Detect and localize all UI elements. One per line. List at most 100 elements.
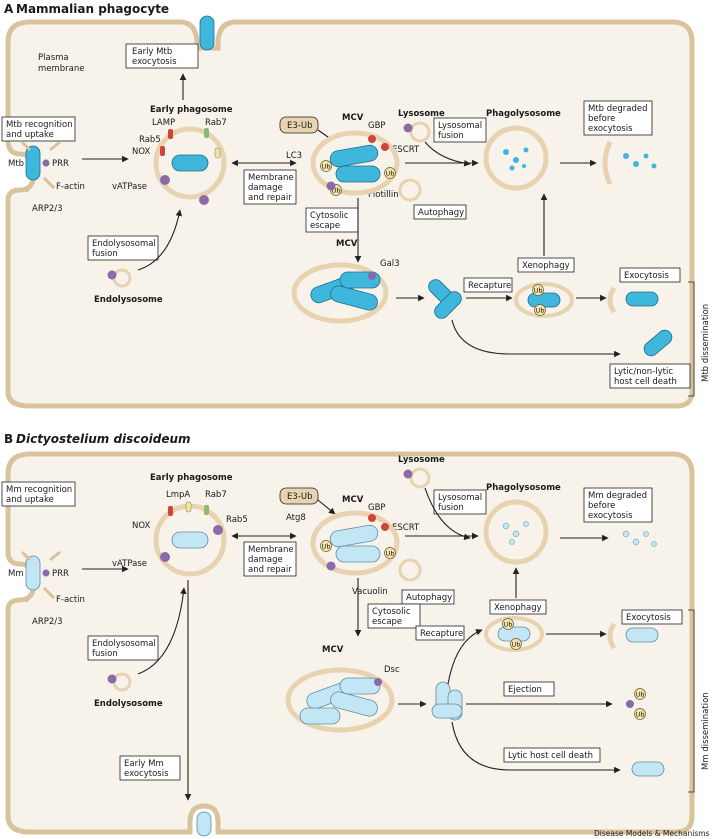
mtb-escaped-a-2 xyxy=(434,291,462,319)
autophagy-box-b xyxy=(401,589,455,605)
cytosolic-escape-box-a xyxy=(305,207,359,233)
endolysosome-vatpase-b xyxy=(107,674,117,684)
lytic-text-1-a: Lytic/non-lytic xyxy=(614,367,673,377)
rab5-marker-b xyxy=(213,525,223,535)
membrane-damage-box-b xyxy=(243,541,297,577)
ub-ejection-b-2 xyxy=(634,708,646,720)
gal3-marker-a xyxy=(368,272,376,280)
mm-bacterium-uptake xyxy=(25,555,41,591)
lysosome-label-b: Lysosome xyxy=(398,455,445,465)
early-phagosome-label-b: Early phagosome xyxy=(150,473,233,483)
endo-fusion-text-2-a: fusion xyxy=(92,249,118,259)
panel-b: B Dictyostelium discoideum Mm recognitio… xyxy=(1,432,711,837)
mtb-in-mcv-bottom-a-2 xyxy=(330,285,378,311)
lysosomal-fusion-text-2-a: fusion xyxy=(438,131,464,141)
ub-mcv-a-2 xyxy=(384,167,396,179)
mtb-in-mcv-top-a-1 xyxy=(329,144,379,168)
gbp-marker-a xyxy=(368,135,376,143)
mm-in-phagosome-b xyxy=(171,531,209,549)
plasma-membrane-label-1: Plasma xyxy=(38,53,69,63)
plasma-membrane-label-2: membrane xyxy=(38,64,85,74)
lysosome-vatpase-b xyxy=(403,469,413,479)
lytic-text-b: Lytic host cell death xyxy=(508,751,593,761)
mtb-fragments-a xyxy=(503,147,529,171)
mtb-in-phagosome-a xyxy=(171,154,209,172)
vatpase-label-b: vATPase xyxy=(112,559,147,569)
vatpase-label-a: vATPase xyxy=(112,182,147,192)
arrow-to-host-death-b xyxy=(451,721,621,774)
endo-fusion-text-1-a: Endolysosomal xyxy=(92,239,156,249)
endolysosomal-fusion-box-b xyxy=(87,635,159,661)
arrow-to-host-death-a xyxy=(451,319,621,358)
mm-in-mcv-bottom-b-4 xyxy=(299,707,341,725)
mm-exocytosed-early xyxy=(196,811,212,837)
vatpase-marker-a-2 xyxy=(199,195,209,205)
early-exocytosis-text-1: Early Mtb xyxy=(132,47,172,57)
endo-fusion-text-2-b: fusion xyxy=(92,649,118,659)
endolysosome-vesicle-a xyxy=(112,268,132,288)
f-actin-filaments-b xyxy=(20,550,61,603)
released-fragments-b xyxy=(622,530,657,547)
arp-label-a: ARP2/3 xyxy=(32,204,63,214)
degraded-text-1-a: Mtb degraded xyxy=(588,104,648,114)
xenophagy-text-b: Xenophagy xyxy=(494,603,542,613)
mtb-recognition-box xyxy=(1,116,76,142)
membrane-text-1-a: Membrane xyxy=(248,173,294,183)
mtb-exocytosed-a xyxy=(625,291,659,307)
ub-xeno-a-1 xyxy=(532,284,544,296)
e3-ub-badge-b xyxy=(279,487,319,505)
endolysosomal-fusion-box-a xyxy=(87,235,159,261)
f-actin-label-a: F-actin xyxy=(56,182,85,192)
dissemination-label-b: Mm dissemination xyxy=(701,692,711,770)
dissemination-label-a: Mtb dissemination xyxy=(701,304,711,382)
mtb-bacterium-uptake xyxy=(25,145,41,181)
mcv-top-label-a: MCV xyxy=(342,113,364,123)
autophagosome-a xyxy=(398,178,422,202)
lysosomal-fusion-text-1-a: Lysosomal xyxy=(438,121,482,131)
f-actin-filaments-a xyxy=(20,140,61,193)
exocytosis-cup-a xyxy=(607,286,617,314)
vatpase-mcv-a xyxy=(326,181,336,191)
lysosome-label-a: Lysosome xyxy=(398,109,445,119)
membrane-text-3-b: and repair xyxy=(248,565,292,575)
mm-recognition-text-1: Mm recognition xyxy=(6,485,72,495)
early-exocytosis-text-2-b: exocytosis xyxy=(124,769,169,779)
nox-marker-b xyxy=(168,506,173,516)
ub-ejection-b-1 xyxy=(634,688,646,700)
e3-ub-label-a: E3-Ub xyxy=(287,121,312,131)
mm-recognition-text-2: and uptake xyxy=(6,495,54,505)
xenophagy-box-a xyxy=(517,257,575,273)
mtb-label: Mtb xyxy=(8,159,24,169)
xenophagy-box-b xyxy=(489,599,547,615)
membrane-text-2-a: damage xyxy=(248,183,283,193)
flotillin-label-a: Flotillin xyxy=(368,190,399,200)
degraded-text-2-a: before xyxy=(588,114,615,124)
ub-xeno-b-2 xyxy=(510,638,522,650)
rab7-marker-b xyxy=(204,505,209,515)
lamp-marker-a xyxy=(214,147,221,159)
membrane-text-1-b: Membrane xyxy=(248,545,294,555)
f-actin-label-b: F-actin xyxy=(56,595,85,605)
cytosolic-escape-box-b xyxy=(367,603,421,629)
escrt-marker-a xyxy=(381,143,389,151)
early-mm-exocytosis-box xyxy=(119,755,181,781)
exocytosis-cup-b xyxy=(607,622,617,650)
rab5-label-a: Rab5 xyxy=(139,135,161,145)
mm-in-mcv-top-b-2 xyxy=(335,545,381,563)
ub-xeno-a-2 xyxy=(534,304,546,316)
mtb-recognition-text-2: and uptake xyxy=(6,130,54,140)
mtb-exocytosed-early xyxy=(199,15,215,51)
lysosomal-fusion-text-1-b: Lysosomal xyxy=(438,493,482,503)
exocytosis-text-b: Exocytosis xyxy=(626,613,671,623)
escrt-label-b: ESCRT xyxy=(392,523,420,533)
autophagy-text-a: Autophagy xyxy=(418,208,464,218)
phagolysosome-label-a: Phagolysosome xyxy=(486,109,561,119)
gbp-label-a: GBP xyxy=(368,121,386,131)
mm-escaped-b-3 xyxy=(431,703,463,719)
arrow-endolysosome-fusion-a xyxy=(137,209,183,271)
mm-in-mcv-bottom-b-3 xyxy=(339,677,381,695)
gbp-marker-b xyxy=(368,514,376,522)
degraded-text-2-b: before xyxy=(588,501,615,511)
endolysosome-vesicle-b xyxy=(112,672,132,692)
